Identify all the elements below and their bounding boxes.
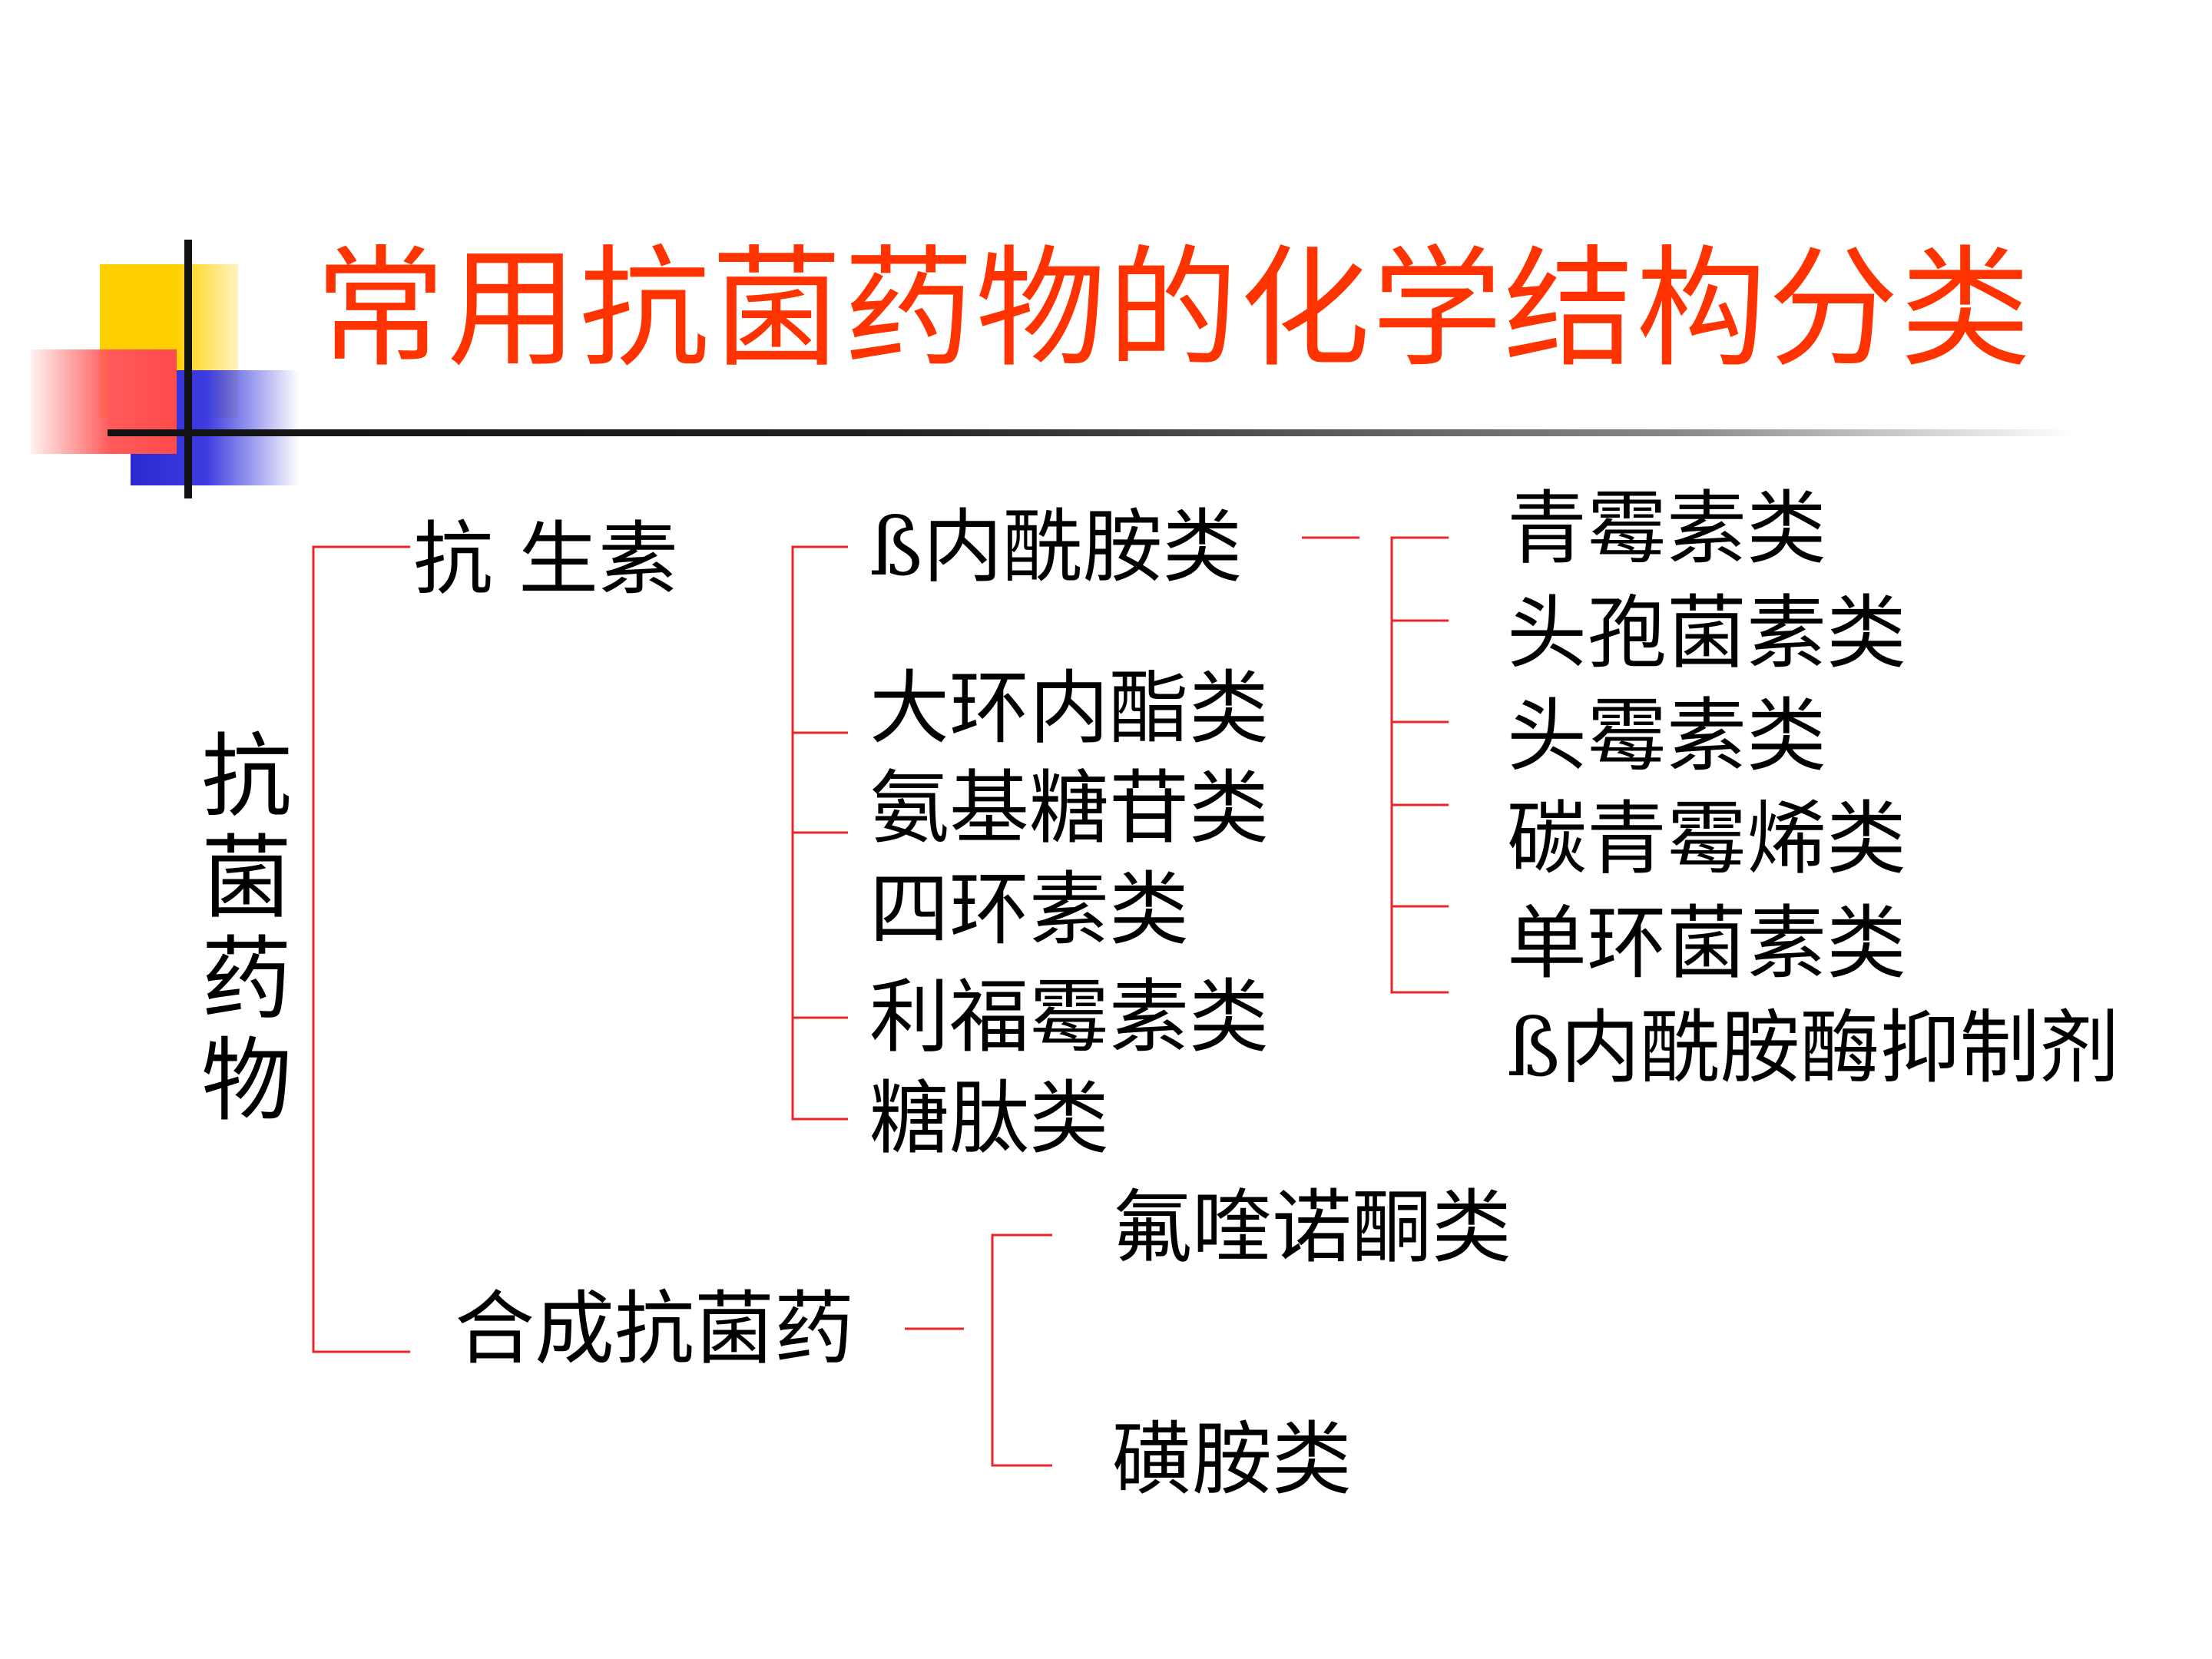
class-item: 利福霉素类 bbox=[869, 970, 1270, 1064]
root-bracket bbox=[312, 545, 410, 1353]
node-antibiotics: 抗 生素 bbox=[413, 512, 679, 606]
decor-red-square bbox=[31, 349, 177, 454]
synthetic-item: 磺胺类 bbox=[1112, 1412, 1353, 1506]
subclass-item: 青霉素类 bbox=[1507, 482, 1827, 575]
synthetic-item: 氟喹诺酮类 bbox=[1112, 1181, 1512, 1274]
subclass-item: 头霉素类 bbox=[1507, 689, 1827, 783]
subclass-item: ß内酰胺酶抑制剂 bbox=[1507, 1001, 2120, 1094]
class-item: 糖肽类 bbox=[869, 1071, 1110, 1165]
subclass-item: 头孢菌素类 bbox=[1507, 586, 1907, 680]
root-node: 抗菌药物 bbox=[200, 724, 292, 1134]
class-item: 大环内酯类 bbox=[869, 661, 1270, 755]
slide-title: 常用抗菌药物的化学结构分类 bbox=[315, 233, 2033, 386]
class-item: 氨基糖苷类 bbox=[869, 761, 1270, 855]
beta-lactam-bracket bbox=[1390, 536, 1449, 994]
class-item: 四环素类 bbox=[869, 863, 1190, 956]
node-synthetic: 合成抗菌药 bbox=[455, 1282, 855, 1376]
subclass-item: 碳青霉烯类 bbox=[1507, 792, 1907, 886]
title-underline bbox=[108, 429, 2074, 436]
decor-vertical-line bbox=[184, 240, 192, 498]
subclass-item: 单环菌素类 bbox=[1507, 896, 1907, 990]
synthetic-bracket bbox=[991, 1233, 1052, 1467]
class-item: ß内酰胺类 bbox=[869, 500, 1243, 594]
